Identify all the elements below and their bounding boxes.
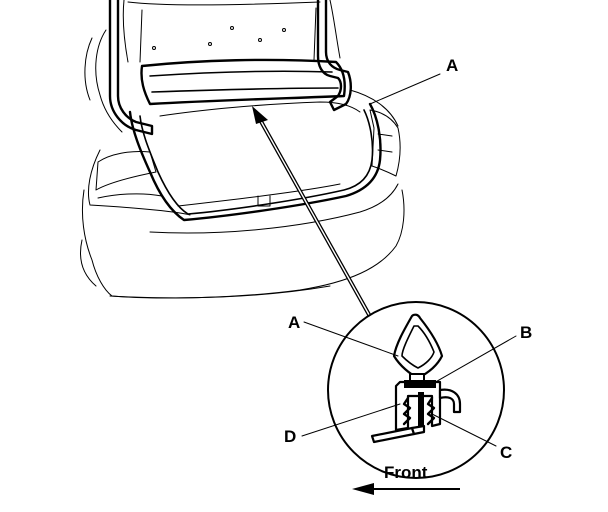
- leader-line-d: [301, 403, 401, 437]
- callout-b: B: [520, 323, 532, 342]
- callout-a-top: A: [446, 56, 458, 75]
- front-label: Front: [384, 463, 428, 482]
- trunk-opening: [128, 26, 382, 222]
- trunk-lid: [108, 0, 352, 136]
- front-arrow-icon: [352, 483, 374, 495]
- leader-line-b: [431, 335, 517, 385]
- front-direction-indicator: Front: [352, 463, 460, 495]
- leader-line-a-detail: [303, 321, 399, 357]
- callout-c: C: [500, 443, 512, 462]
- leader-line-a-top: [369, 73, 441, 105]
- callout-a-detail: A: [288, 313, 300, 332]
- car-rear-body: [80, 29, 405, 299]
- weatherstrip-cross-section: [370, 313, 462, 444]
- callout-d: D: [284, 427, 296, 446]
- leader-line-c: [431, 413, 497, 447]
- detail-pointer-arrow: [252, 106, 374, 321]
